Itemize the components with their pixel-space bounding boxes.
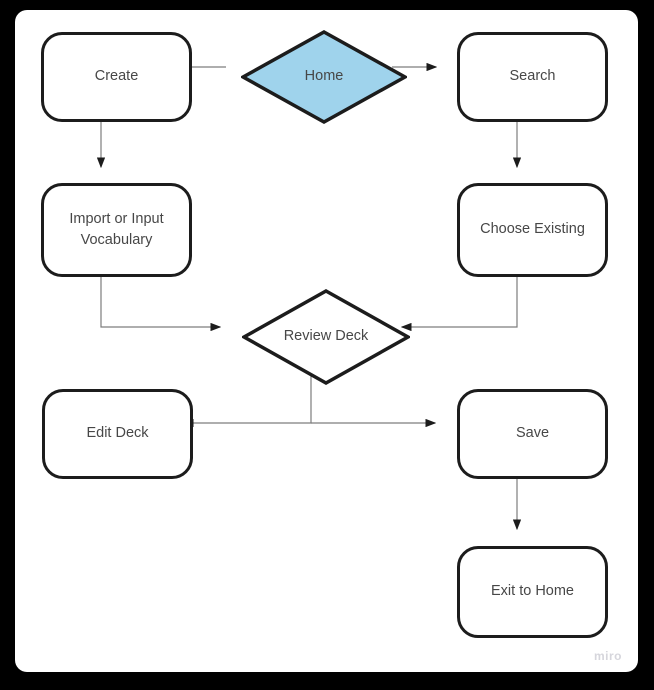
diamond-shape	[242, 289, 410, 385]
node-label: Home	[304, 68, 344, 85]
node-label: Import or Input Vocabulary	[69, 210, 164, 248]
miro-watermark: miro	[593, 649, 622, 663]
node-home[interactable]: Home	[241, 30, 407, 124]
node-search[interactable]: Search	[457, 32, 608, 122]
node-save[interactable]: Save	[457, 389, 608, 479]
node-label: Create	[94, 68, 139, 85]
node-exit-to-home[interactable]: Exit to Home	[457, 546, 608, 638]
node-label: Save	[515, 425, 550, 442]
node-import-vocabulary[interactable]: Import or Input Vocabulary	[41, 183, 192, 277]
node-edit-deck[interactable]: Edit Deck	[42, 389, 193, 479]
node-label: Exit to Home	[491, 583, 574, 600]
node-label: Edit Deck	[86, 425, 149, 442]
node-label: Review Deck	[283, 328, 369, 345]
node-review-deck[interactable]: Review Deck	[242, 289, 410, 385]
diamond-shape	[241, 30, 407, 124]
board-canvas[interactable]: Create Home Search Import or Input Vocab…	[15, 10, 638, 672]
node-create[interactable]: Create	[41, 32, 192, 122]
node-label: Search	[509, 68, 556, 85]
node-choose-existing[interactable]: Choose Existing	[457, 183, 608, 277]
node-label: Choose Existing	[480, 221, 585, 238]
